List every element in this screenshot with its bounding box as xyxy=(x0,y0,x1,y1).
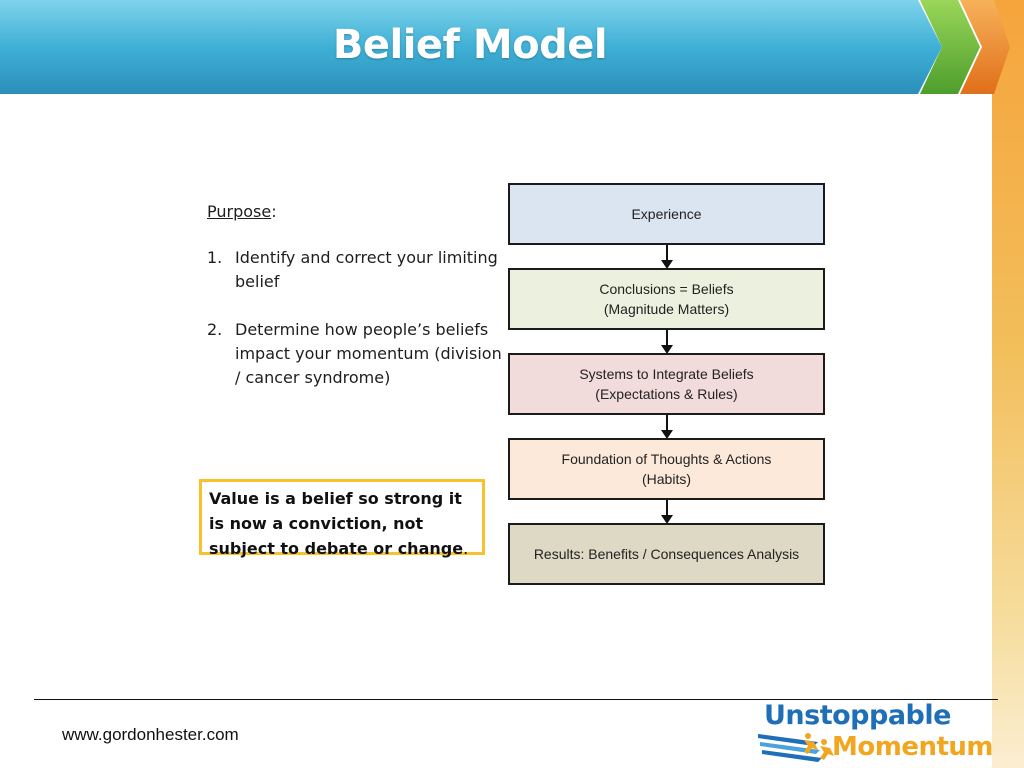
purpose-list: 1. Identify and correct your limiting be… xyxy=(207,246,507,390)
green-chevron-icon xyxy=(920,0,980,94)
page-title: Belief Model xyxy=(332,22,608,68)
flow-arrow xyxy=(661,330,673,354)
right-accent-strip xyxy=(992,0,1024,768)
runner-logo-icon xyxy=(758,733,834,762)
orange-chevron-icon xyxy=(960,0,1010,94)
logo-text-momentum: Momentum xyxy=(832,732,994,762)
flow-box-experience: Experience xyxy=(508,183,825,245)
footer-divider xyxy=(34,699,998,700)
purpose-item-1: 1. Identify and correct your limiting be… xyxy=(207,248,498,291)
flow-box-systems: Systems to Integrate Beliefs (Expectatio… xyxy=(508,353,825,415)
purpose-item-2: 2. Determine how people’s beliefs impact… xyxy=(207,320,502,387)
purpose-section: Purpose: 1. Identify and correct your li… xyxy=(207,200,507,414)
logo-text-unstoppable: Unstoppable xyxy=(764,700,951,731)
footer-url[interactable]: www.gordonhester.com xyxy=(62,725,239,744)
flow-box-foundation: Foundation of Thoughts & Actions (Habits… xyxy=(508,438,825,500)
flow-arrow xyxy=(661,415,673,439)
header-banner xyxy=(0,0,1010,94)
flow-box-results: Results: Benefits / Consequences Analysi… xyxy=(508,523,825,585)
unstoppable-momentum-logo: Unstoppable Momentum xyxy=(758,700,998,768)
value-callout: Value is a belief so strong it is now a … xyxy=(199,479,485,558)
flow-box-conclusions: Conclusions = Beliefs (Magnitude Matters… xyxy=(508,268,825,330)
flow-arrow xyxy=(661,500,673,524)
flow-arrow xyxy=(661,245,673,269)
purpose-heading: Purpose: xyxy=(207,202,277,221)
